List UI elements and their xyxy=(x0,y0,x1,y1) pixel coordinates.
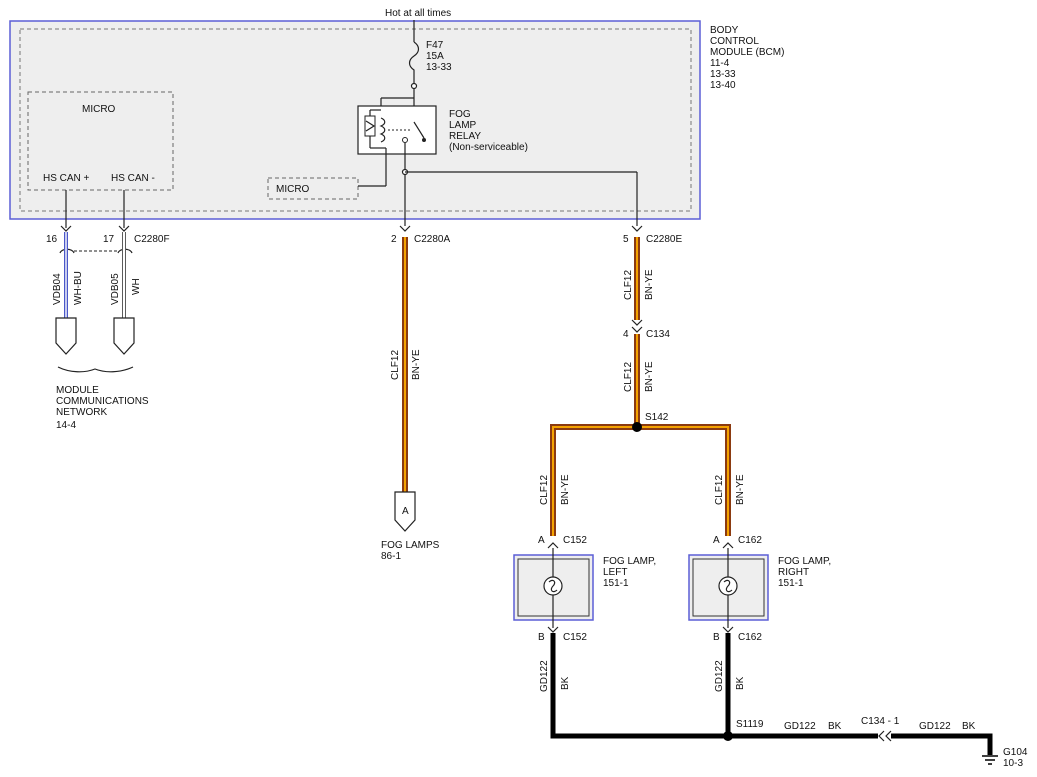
vdb04-circuit: VDB04 xyxy=(52,273,63,305)
clf12-circuit-left: CLF12 xyxy=(539,475,550,505)
network-label-1: MODULE xyxy=(56,385,99,396)
c152a-name: C152 xyxy=(563,535,587,546)
c2280e-name: C2280E xyxy=(646,234,682,245)
gd122-color-right: BK xyxy=(735,676,746,690)
c2280f-pin17: 17 xyxy=(103,234,115,245)
fog-lamps-ref-tag xyxy=(394,491,416,532)
micro-small-box xyxy=(267,177,359,200)
c162a-name: C162 xyxy=(738,535,762,546)
ground-name: G104 xyxy=(1003,747,1028,758)
c134-name: C134 xyxy=(646,329,670,340)
network-label-2: COMMUNICATIONS xyxy=(56,396,149,407)
c2280e-pin: 5 xyxy=(623,234,629,245)
c2280a-name: C2280A xyxy=(414,234,450,245)
c162b-name: C162 xyxy=(738,632,762,643)
c2280f-pin16-symbol xyxy=(60,225,72,232)
wire-clf12-split xyxy=(550,424,731,536)
bcm-outline xyxy=(9,20,701,220)
relay-label-3: RELAY xyxy=(449,131,481,142)
bcm-label-1: BODY xyxy=(710,25,739,36)
s142-label: S142 xyxy=(645,412,669,423)
c2280e-connector xyxy=(631,225,643,232)
c162a-pin: A xyxy=(713,535,720,546)
c152a-connector xyxy=(547,542,559,549)
gd122-circuit-end: GD122 xyxy=(919,721,951,732)
c134-1-name: C134 - 1 xyxy=(861,716,900,727)
fuse-ref: 13-33 xyxy=(426,62,452,73)
fog-lamps-label-1: FOG LAMPS xyxy=(381,540,440,551)
network-brace xyxy=(57,366,134,373)
lamp-left-label-1: FOG LAMP, xyxy=(603,556,656,567)
c162b-pin: B xyxy=(713,632,720,643)
clf12-color-left: BN-YE xyxy=(560,474,571,505)
c134-pin: 4 xyxy=(623,329,629,340)
c162b-connector xyxy=(722,626,734,633)
fuse-rating: 15A xyxy=(426,51,444,62)
ground-ref: 10-3 xyxy=(1003,758,1023,769)
gd122-color-left: BK xyxy=(560,676,571,690)
vdb05-ref-tag xyxy=(113,317,135,355)
clf12-circuit-a: CLF12 xyxy=(390,350,401,380)
vdb04-ref-tag xyxy=(55,317,77,355)
gd122-circuit-right: GD122 xyxy=(714,660,725,692)
clf12-circuit-c134: CLF12 xyxy=(623,362,634,392)
relay-label-2: LAMP xyxy=(449,120,477,131)
c2280f-pin17-symbol xyxy=(118,225,130,232)
c2280a-pin: 2 xyxy=(391,234,397,245)
network-label-3: NETWORK xyxy=(56,407,107,418)
fog-lamps-connector: A xyxy=(402,506,409,517)
c152b-name: C152 xyxy=(563,632,587,643)
splice-s142 xyxy=(632,422,642,432)
c162a-connector xyxy=(722,542,734,549)
gd122-color-mid: BK xyxy=(828,721,842,732)
clf12-color-c134: BN-YE xyxy=(644,361,655,392)
c152b-connector xyxy=(547,626,559,633)
clf12-color-e: BN-YE xyxy=(644,269,655,300)
bcm-label-6: 13-40 xyxy=(710,80,736,91)
ground-icon xyxy=(982,755,998,765)
c134-1-connector xyxy=(878,730,892,742)
c2280f-name: C2280F xyxy=(134,234,170,245)
lamp-right-label-3: 151-1 xyxy=(778,578,804,589)
lamp-right-label-2: RIGHT xyxy=(778,567,809,578)
bcm-label-2: CONTROL xyxy=(710,36,759,47)
vdb05-circuit: VDB05 xyxy=(110,273,121,305)
relay-label-4: (Non-serviceable) xyxy=(449,142,528,153)
network-label-4: 14-4 xyxy=(56,420,76,431)
bcm-label-4: 11-4 xyxy=(710,58,730,69)
gd122-circuit-left: GD122 xyxy=(539,660,550,692)
hs-can-plus-label: HS CAN + xyxy=(43,173,90,184)
gd122-color-end: BK xyxy=(962,721,976,732)
clf12-circuit-right: CLF12 xyxy=(714,475,725,505)
micro-small-label: MICRO xyxy=(276,184,310,195)
s1119-label: S1119 xyxy=(736,719,764,730)
clf12-color-a: BN-YE xyxy=(411,349,422,380)
clf12-circuit-e: CLF12 xyxy=(623,270,634,300)
c2280f-pin16: 16 xyxy=(46,234,58,245)
micro-top-title: MICRO xyxy=(82,104,116,115)
bcm-label-3: MODULE (BCM) xyxy=(710,47,784,58)
bcm-label-5: 13-33 xyxy=(710,69,736,80)
gd122-circuit-mid: GD122 xyxy=(784,721,816,732)
vdb04-color: WH-BU xyxy=(73,271,84,305)
lamp-left-label-2: LEFT xyxy=(603,567,627,578)
hs-can-minus-label: HS CAN - xyxy=(111,173,155,184)
relay-label-1: FOG xyxy=(449,109,471,120)
fog-lamps-label-2: 86-1 xyxy=(381,551,401,562)
clf12-color-right: BN-YE xyxy=(735,474,746,505)
c152b-pin: B xyxy=(538,632,545,643)
power-label: Hot at all times xyxy=(385,8,451,19)
vdb05-color: WH xyxy=(131,278,142,295)
lamp-left-label-3: 151-1 xyxy=(603,578,629,589)
fuse-symbol xyxy=(408,41,420,86)
wire-gd122-ground xyxy=(550,633,993,755)
c152a-pin: A xyxy=(538,535,545,546)
splice-s1119 xyxy=(723,731,733,741)
lamp-right-label-1: FOG LAMP, xyxy=(778,556,831,567)
fuse-name: F47 xyxy=(426,40,444,51)
micro-top-box xyxy=(27,91,174,191)
c2280a-connector xyxy=(399,225,411,232)
c134-connector xyxy=(631,319,643,333)
